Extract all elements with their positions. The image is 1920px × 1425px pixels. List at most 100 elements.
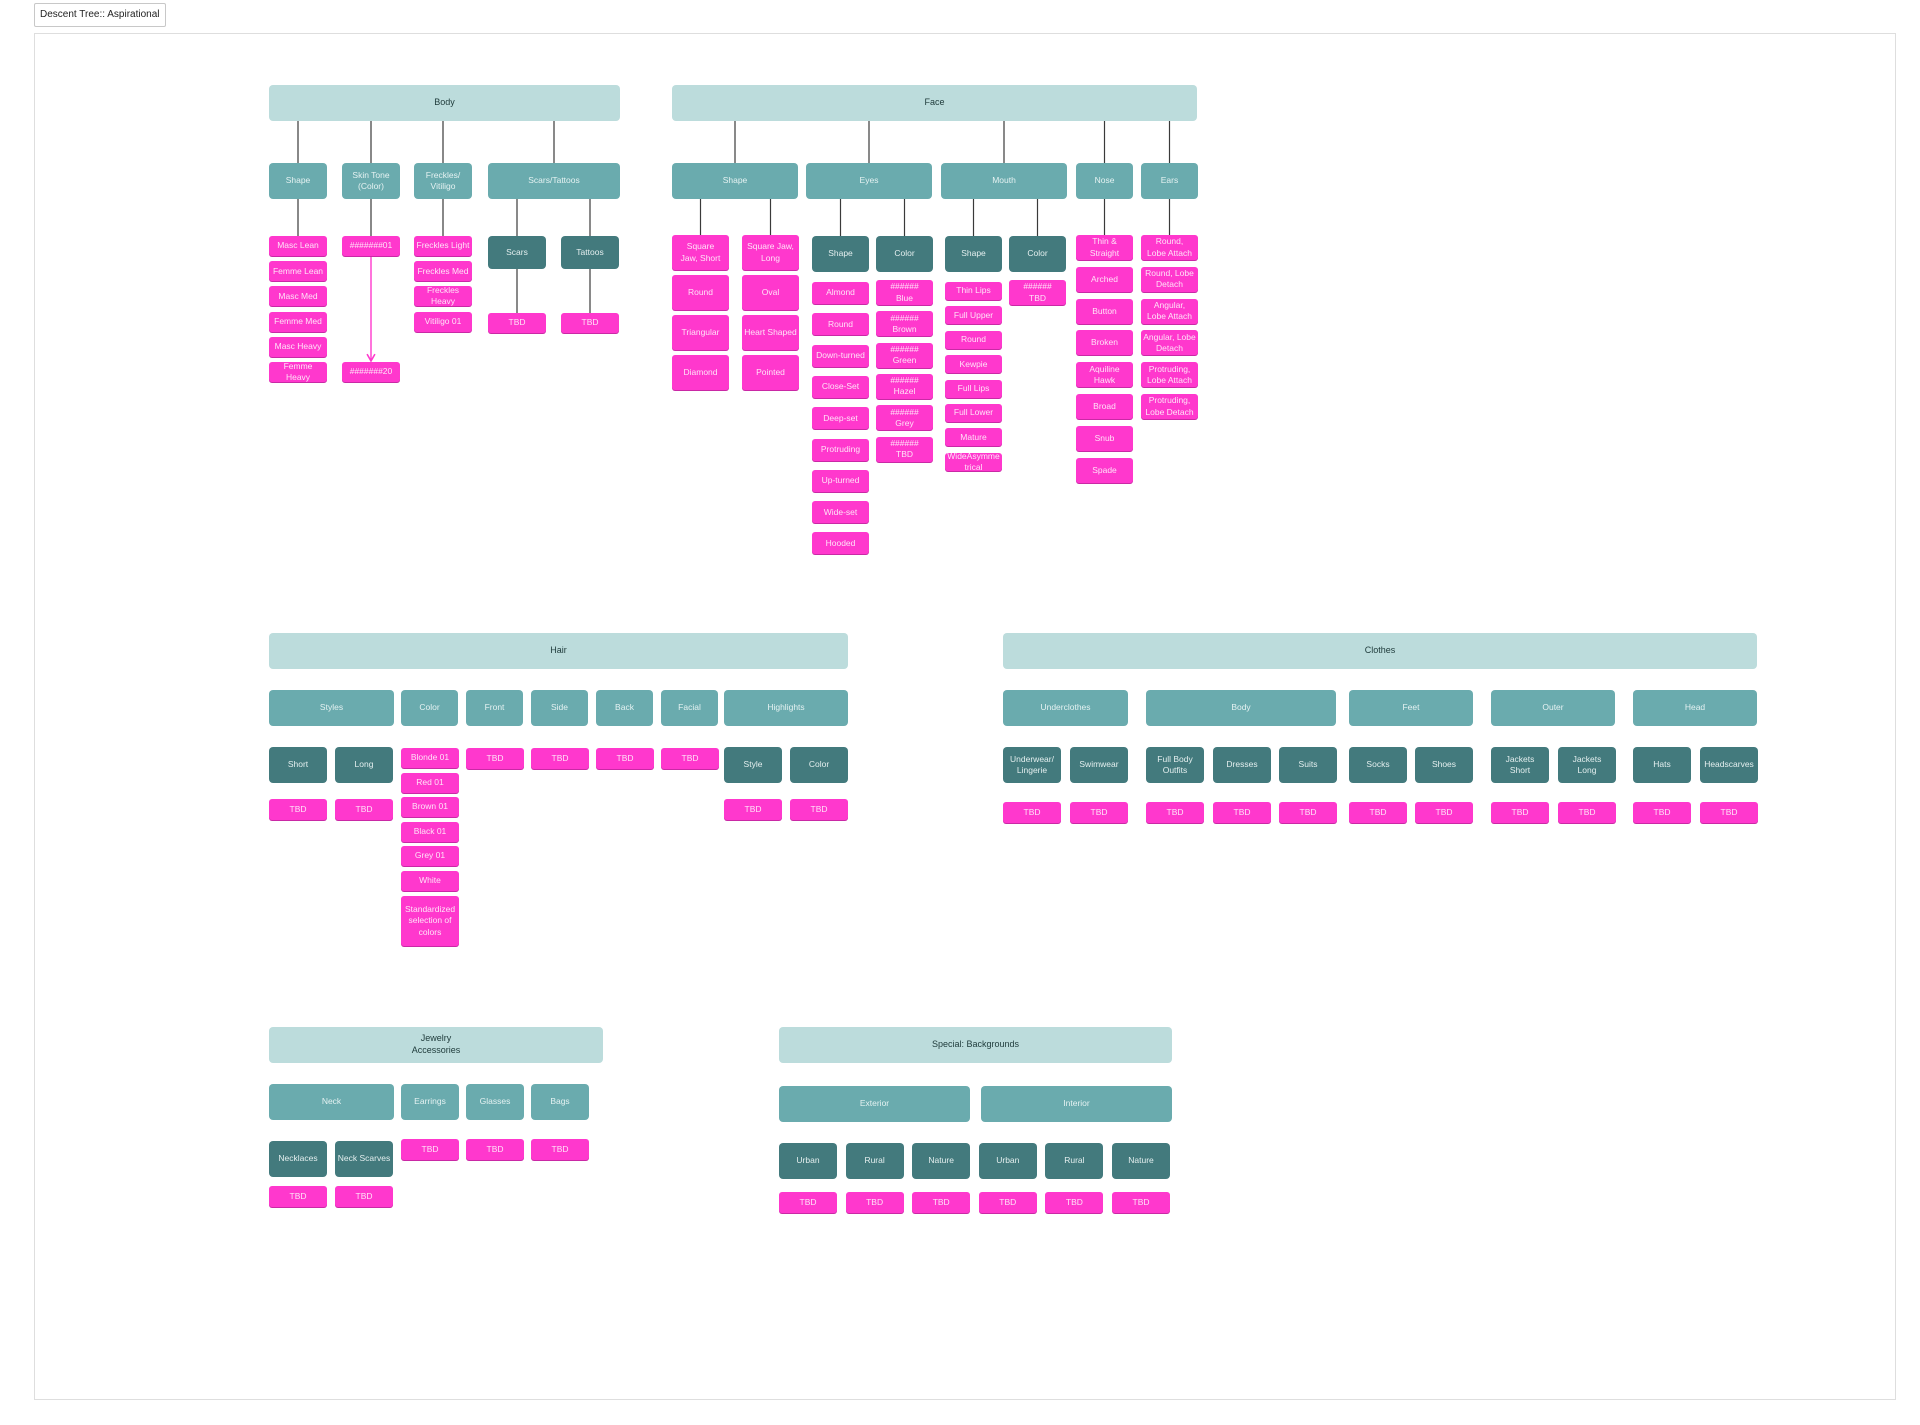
node-se-2-tbd[interactable]: TBD <box>845 1192 904 1213</box>
node-ns-1[interactable]: Thin & Straight <box>1076 235 1133 260</box>
node-mouth-shape[interactable]: Shape <box>945 236 1002 272</box>
node-ch-2-tbd[interactable]: TBD <box>1700 802 1758 823</box>
node-hair-back[interactable]: Back <box>596 690 653 726</box>
node-fr-4[interactable]: Vitiligo 01 <box>414 311 472 332</box>
node-bs-5[interactable]: Masc Heavy <box>269 336 327 357</box>
node-special[interactable]: Special: Backgrounds <box>779 1027 1172 1063</box>
node-ns-3[interactable]: Button <box>1076 298 1133 324</box>
node-ms-4[interactable]: Kewpie <box>945 355 1002 374</box>
node-fr-3[interactable]: Freckles Heavy <box>414 286 472 307</box>
node-fr-1[interactable]: Freckles Light <box>414 236 472 256</box>
node-fr-2[interactable]: Freckles Med <box>414 261 472 282</box>
node-sk-20[interactable]: #######20 <box>342 362 400 382</box>
node-co-1-tbd[interactable]: TBD <box>1491 802 1549 823</box>
node-es-5[interactable]: Deep-set <box>812 407 869 430</box>
node-cf-1[interactable]: Socks <box>1349 747 1407 783</box>
node-cf-1-tbd[interactable]: TBD <box>1349 802 1407 823</box>
node-cf-2-tbd[interactable]: TBD <box>1415 802 1473 823</box>
node-jewelry[interactable]: Jewelry Accessories <box>269 1027 603 1063</box>
node-jn-2[interactable]: Neck Scarves <box>335 1141 393 1177</box>
node-scars-tbd[interactable]: TBD <box>488 313 546 333</box>
node-es-6[interactable]: Protruding <box>812 438 869 461</box>
node-hair-side[interactable]: Side <box>531 690 588 726</box>
node-hfc-tbd[interactable]: TBD <box>661 748 719 769</box>
node-hs-short[interactable]: Short <box>269 747 327 783</box>
node-fs-2[interactable]: Round <box>672 275 729 310</box>
node-si-1[interactable]: Urban <box>978 1143 1037 1179</box>
node-cf-2[interactable]: Shoes <box>1415 747 1473 783</box>
node-cl-under[interactable]: Underclothes <box>1003 690 1128 726</box>
node-fs-1[interactable]: Square Jaw, Short <box>672 235 729 270</box>
node-ec-2[interactable]: ###### Brown <box>876 311 933 337</box>
node-hc-4[interactable]: Black 01 <box>401 821 459 842</box>
node-es-3[interactable]: Down-turned <box>812 344 869 367</box>
node-face-eyes[interactable]: Eyes <box>806 163 932 199</box>
node-hair-front[interactable]: Front <box>466 690 523 726</box>
node-ch-2[interactable]: Headscarves <box>1700 747 1758 783</box>
node-ec-3[interactable]: ###### Green <box>876 342 933 368</box>
node-jg-tbd[interactable]: TBD <box>466 1139 524 1160</box>
node-cu-1-tbd[interactable]: TBD <box>1003 802 1061 823</box>
node-jn-1-tbd[interactable]: TBD <box>269 1186 327 1207</box>
node-se-1[interactable]: Urban <box>779 1143 837 1179</box>
node-ea-3[interactable]: Angular, Lobe Attach <box>1141 298 1198 324</box>
node-se-2[interactable]: Rural <box>845 1143 904 1179</box>
node-hair-facial[interactable]: Facial <box>661 690 718 726</box>
node-bs-3[interactable]: Masc Med <box>269 286 327 307</box>
node-ms-1[interactable]: Thin Lips <box>945 282 1002 300</box>
node-cb-2-tbd[interactable]: TBD <box>1213 802 1271 823</box>
node-hair-color[interactable]: Color <box>401 690 458 726</box>
node-bs-6[interactable]: Femme Heavy <box>269 362 327 382</box>
node-hc-7[interactable]: Standardized selection of colors <box>401 896 459 946</box>
node-si-1-tbd[interactable]: TBD <box>978 1192 1037 1213</box>
node-ec-5[interactable]: ###### Grey <box>876 405 933 431</box>
node-es-8[interactable]: Wide-set <box>812 501 869 524</box>
node-jw-neck[interactable]: Neck <box>269 1084 394 1120</box>
node-ns-7[interactable]: Snub <box>1076 425 1133 451</box>
node-jw-earrings[interactable]: Earrings <box>401 1084 459 1120</box>
node-hs-long-tbd[interactable]: TBD <box>335 799 393 820</box>
node-hsd-tbd[interactable]: TBD <box>531 748 589 769</box>
node-jb-tbd[interactable]: TBD <box>531 1139 589 1160</box>
node-es-7[interactable]: Up-turned <box>812 469 869 492</box>
node-cu-2[interactable]: Swimwear <box>1070 747 1128 783</box>
node-ms-3[interactable]: Round <box>945 330 1002 349</box>
node-bs-2[interactable]: Femme Lean <box>269 261 327 282</box>
node-ns-4[interactable]: Broken <box>1076 330 1133 356</box>
node-eyes-shape[interactable]: Shape <box>812 236 869 272</box>
node-face-nose[interactable]: Nose <box>1076 163 1133 199</box>
node-ns-2[interactable]: Arched <box>1076 266 1133 292</box>
node-hs-long[interactable]: Long <box>335 747 393 783</box>
node-co-2-tbd[interactable]: TBD <box>1558 802 1616 823</box>
node-face-shape[interactable]: Shape <box>672 163 798 199</box>
node-cb-3[interactable]: Suits <box>1279 747 1337 783</box>
node-body-scars[interactable]: Scars/Tattoos <box>488 163 620 199</box>
node-si-2[interactable]: Rural <box>1045 1143 1104 1179</box>
node-jn-1[interactable]: Necklaces <box>269 1141 327 1177</box>
node-jw-glasses[interactable]: Glasses <box>466 1084 524 1120</box>
node-se-3[interactable]: Nature <box>912 1143 971 1179</box>
node-eyes-color[interactable]: Color <box>876 236 933 272</box>
node-cl-body[interactable]: Body <box>1146 690 1336 726</box>
node-ec-6[interactable]: ###### TBD <box>876 436 933 462</box>
node-cl-feet[interactable]: Feet <box>1349 690 1473 726</box>
node-cb-1-tbd[interactable]: TBD <box>1146 802 1204 823</box>
node-se-1-tbd[interactable]: TBD <box>779 1192 837 1213</box>
node-hair[interactable]: Hair <box>269 633 848 669</box>
node-fs-4[interactable]: Diamond <box>672 355 729 390</box>
node-clothes[interactable]: Clothes <box>1003 633 1757 669</box>
node-face[interactable]: Face <box>672 85 1197 121</box>
node-bs-4[interactable]: Femme Med <box>269 311 327 332</box>
node-hc-2[interactable]: Red 01 <box>401 772 459 793</box>
node-co-2[interactable]: Jackets Long <box>1558 747 1616 783</box>
node-cb-3-tbd[interactable]: TBD <box>1279 802 1337 823</box>
node-hh-style[interactable]: Style <box>724 747 782 783</box>
node-mouth-color[interactable]: Color <box>1009 236 1066 272</box>
node-hh-color-tbd[interactable]: TBD <box>790 799 848 820</box>
node-ec-4[interactable]: ###### Hazel <box>876 373 933 399</box>
node-si-3-tbd[interactable]: TBD <box>1112 1192 1170 1213</box>
node-face-mouth[interactable]: Mouth <box>941 163 1067 199</box>
node-ea-5[interactable]: Protruding, Lobe Attach <box>1141 362 1198 388</box>
node-scars[interactable]: Scars <box>488 236 546 269</box>
node-fs-3[interactable]: Triangular <box>672 315 729 350</box>
